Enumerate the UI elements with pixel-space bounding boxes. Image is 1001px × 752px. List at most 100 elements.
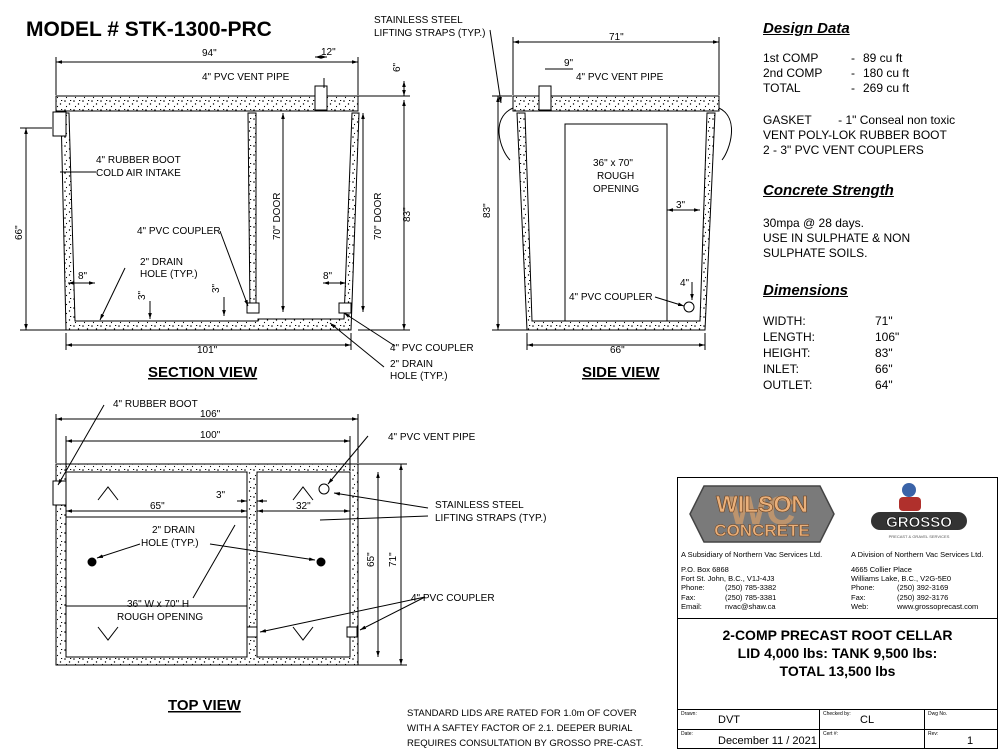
checked-value: CL	[860, 714, 875, 726]
grosso-address-2: Williams Lake, B.C., V2G-5E0	[851, 574, 952, 584]
top-dim-65: 65"	[150, 501, 165, 512]
side-opening-1: 36" x 70"	[593, 158, 633, 169]
design-data-heading: Design Data	[763, 20, 850, 37]
design-row-label: TOTAL	[763, 81, 801, 95]
dim-3-b: 3"	[211, 283, 222, 293]
drawing-title-line-2: LID 4,000 lbs: TANK 9,500 lbs:	[737, 645, 938, 661]
dimension-row: LENGTH:106"	[763, 329, 899, 345]
grosso-web-label: Web:	[851, 601, 869, 611]
gasket-line: GASKET - 1" Conseal non toxic	[763, 113, 956, 127]
side-view-labels: STAINLESS STEEL LIFTING STRAPS (TYP.) 71…	[374, 15, 690, 381]
top-drain-label-2: HOLE (TYP.)	[141, 538, 199, 549]
design-row-value: 269 cu ft	[863, 81, 910, 95]
side-vent-pipe	[538, 85, 552, 111]
drawing-title: 2-COMP PRECAST ROOT CELLAR LID 4,000 lbs…	[678, 626, 997, 680]
grosso-fax-label: Fax:	[851, 592, 866, 602]
grosso-contact: 4665 Collier Place Williams Lake, B.C., …	[851, 565, 978, 611]
design-row-label: 2nd COMP	[763, 66, 823, 80]
wilson-logo: WC WILSON CONCRETE	[689, 485, 835, 543]
design-row-sep: -	[851, 51, 855, 65]
top-vent-pipe-label: 4" PVC VENT PIPE	[388, 432, 476, 443]
section-vent-pipe-label: 4" PVC VENT PIPE	[202, 72, 290, 83]
side-opening-2: ROUGH	[597, 171, 634, 182]
wilson-address-1: P.O. Box 6868	[681, 565, 729, 574]
side-dim-3: 3"	[676, 200, 686, 211]
rubber-boot-label-1: 4" RUBBER BOOT	[96, 155, 181, 166]
side-dim-9: 9"	[564, 58, 574, 69]
grosso-logo: GROSSO PRECAST & GRAVEL SERVICES	[871, 483, 967, 539]
drawn-caption: Drawn:	[681, 711, 697, 717]
wilson-logo-line1: WILSON	[716, 491, 808, 517]
drawing-title-line-1: 2-COMP PRECAST ROOT CELLAR	[722, 627, 953, 643]
dimension-row: INLET:66"	[763, 361, 899, 377]
dimension-row: HEIGHT:83"	[763, 345, 899, 361]
cert-cell: Cert #:	[820, 729, 925, 749]
top-strap-4	[292, 626, 314, 641]
strength-line-1: 30mpa @ 28 days.	[763, 216, 864, 230]
dimension-label: INLET:	[763, 362, 800, 376]
top-opening-label-2: ROUGH OPENING	[117, 612, 203, 623]
cover-note-line-1: STANDARD LIDS ARE RATED FOR 1.0m OF COVE…	[407, 708, 637, 719]
top-view-title: TOP VIEW	[168, 697, 242, 714]
dim-70-door-1: 70" DOOR	[272, 193, 283, 240]
wilson-email[interactable]: nvac@shaw.ca	[725, 601, 776, 611]
design-row: 2nd COMP - 180 cu ft	[763, 66, 955, 81]
top-coupler-label: 4" PVC COUPLER	[411, 593, 495, 604]
section-coupler-b-label: 4" PVC COUPLER	[390, 343, 474, 354]
side-lid	[512, 95, 720, 112]
drawing-title-line-3: TOTAL 13,500 lbs	[779, 663, 896, 679]
top-opening-label-1: 36" W x 70" H	[127, 599, 189, 610]
dim-94: 94"	[202, 48, 217, 59]
dwg-cell: Dwg No.	[925, 709, 997, 729]
dim-6: 6"	[392, 62, 403, 72]
section-lid	[55, 95, 359, 112]
grosso-phone: (250) 392-3169	[897, 583, 949, 593]
wilson-logo-line2: CONCRETE	[714, 521, 809, 540]
dim-66: 66"	[14, 225, 25, 240]
side-dim-66: 66"	[610, 345, 625, 356]
vent-couplers-line: 2 - 3" PVC VENT COUPLERS	[763, 143, 924, 157]
dim-101: 101"	[197, 345, 218, 356]
section-drain-b-2: HOLE (TYP.)	[390, 371, 448, 382]
title-block: WC WILSON CONCRETE GROSSO PRECAST & GRAV…	[677, 477, 998, 749]
wilson-phone-label: Phone:	[681, 583, 705, 593]
cover-note: STANDARD LIDS ARE RATED FOR 1.0m OF COVE…	[407, 706, 643, 751]
concrete-strength-section: Concrete Strength 30mpa @ 28 days. USE I…	[763, 182, 910, 261]
design-row: 1st COMP - 89 cu ft	[763, 51, 955, 66]
date-caption: Date:	[681, 731, 693, 737]
top-coupler-1	[246, 626, 258, 638]
section-coupler-label: 4" PVC COUPLER	[137, 226, 221, 237]
top-view	[52, 404, 429, 666]
cert-caption: Cert #:	[823, 731, 839, 737]
wilson-fax-label: Fax:	[681, 592, 696, 602]
top-drain-label-1: 2" DRAIN	[152, 525, 195, 536]
dimension-row: OUTLET:64"	[763, 377, 899, 393]
date-value: December 11 / 2021	[718, 735, 817, 747]
side-dim-71: 71"	[609, 32, 624, 43]
design-data-list: 1st COMP - 89 cu ft 2nd COMP - 180 cu ft…	[763, 51, 955, 96]
top-straps-label-2: LIFTING STRAPS (TYP.)	[435, 513, 547, 524]
dimension-label: HEIGHT:	[763, 346, 811, 360]
strength-line-3: SULPHATE SOILS.	[763, 246, 868, 260]
section-coupler-2	[338, 302, 352, 314]
section-coupler-1	[246, 302, 260, 314]
model-title: MODEL # STK-1300-PRC	[26, 18, 272, 41]
top-dim-100: 100"	[200, 430, 221, 441]
section-view-labels: 94" 12" 6" 4" PVC VENT PIPE 4" RUBBER BO…	[14, 47, 474, 382]
rev-cell: Rev: 1	[925, 729, 997, 749]
wilson-phone: (250) 785-3382	[725, 583, 777, 593]
design-row-label: 1st COMP	[763, 51, 819, 65]
top-dim-3: 3"	[216, 490, 226, 501]
section-view	[20, 29, 502, 368]
dim-8-right: 8"	[323, 271, 333, 282]
grosso-logo-text: GROSSO	[886, 514, 952, 531]
section-drain-label-1: 2" DRAIN	[140, 257, 183, 268]
side-door-opening	[564, 123, 668, 322]
grosso-web[interactable]: www.grossoprecast.com	[897, 601, 979, 611]
side-view-title: SIDE VIEW	[582, 364, 660, 381]
dimension-row: WIDTH:71"	[763, 313, 899, 329]
rubber-boot-line: VENT POLY-LOK RUBBER BOOT	[763, 128, 947, 142]
dimension-value: 64"	[875, 378, 893, 392]
rev-caption: Rev:	[928, 731, 939, 737]
section-vent-pipe	[314, 85, 328, 111]
